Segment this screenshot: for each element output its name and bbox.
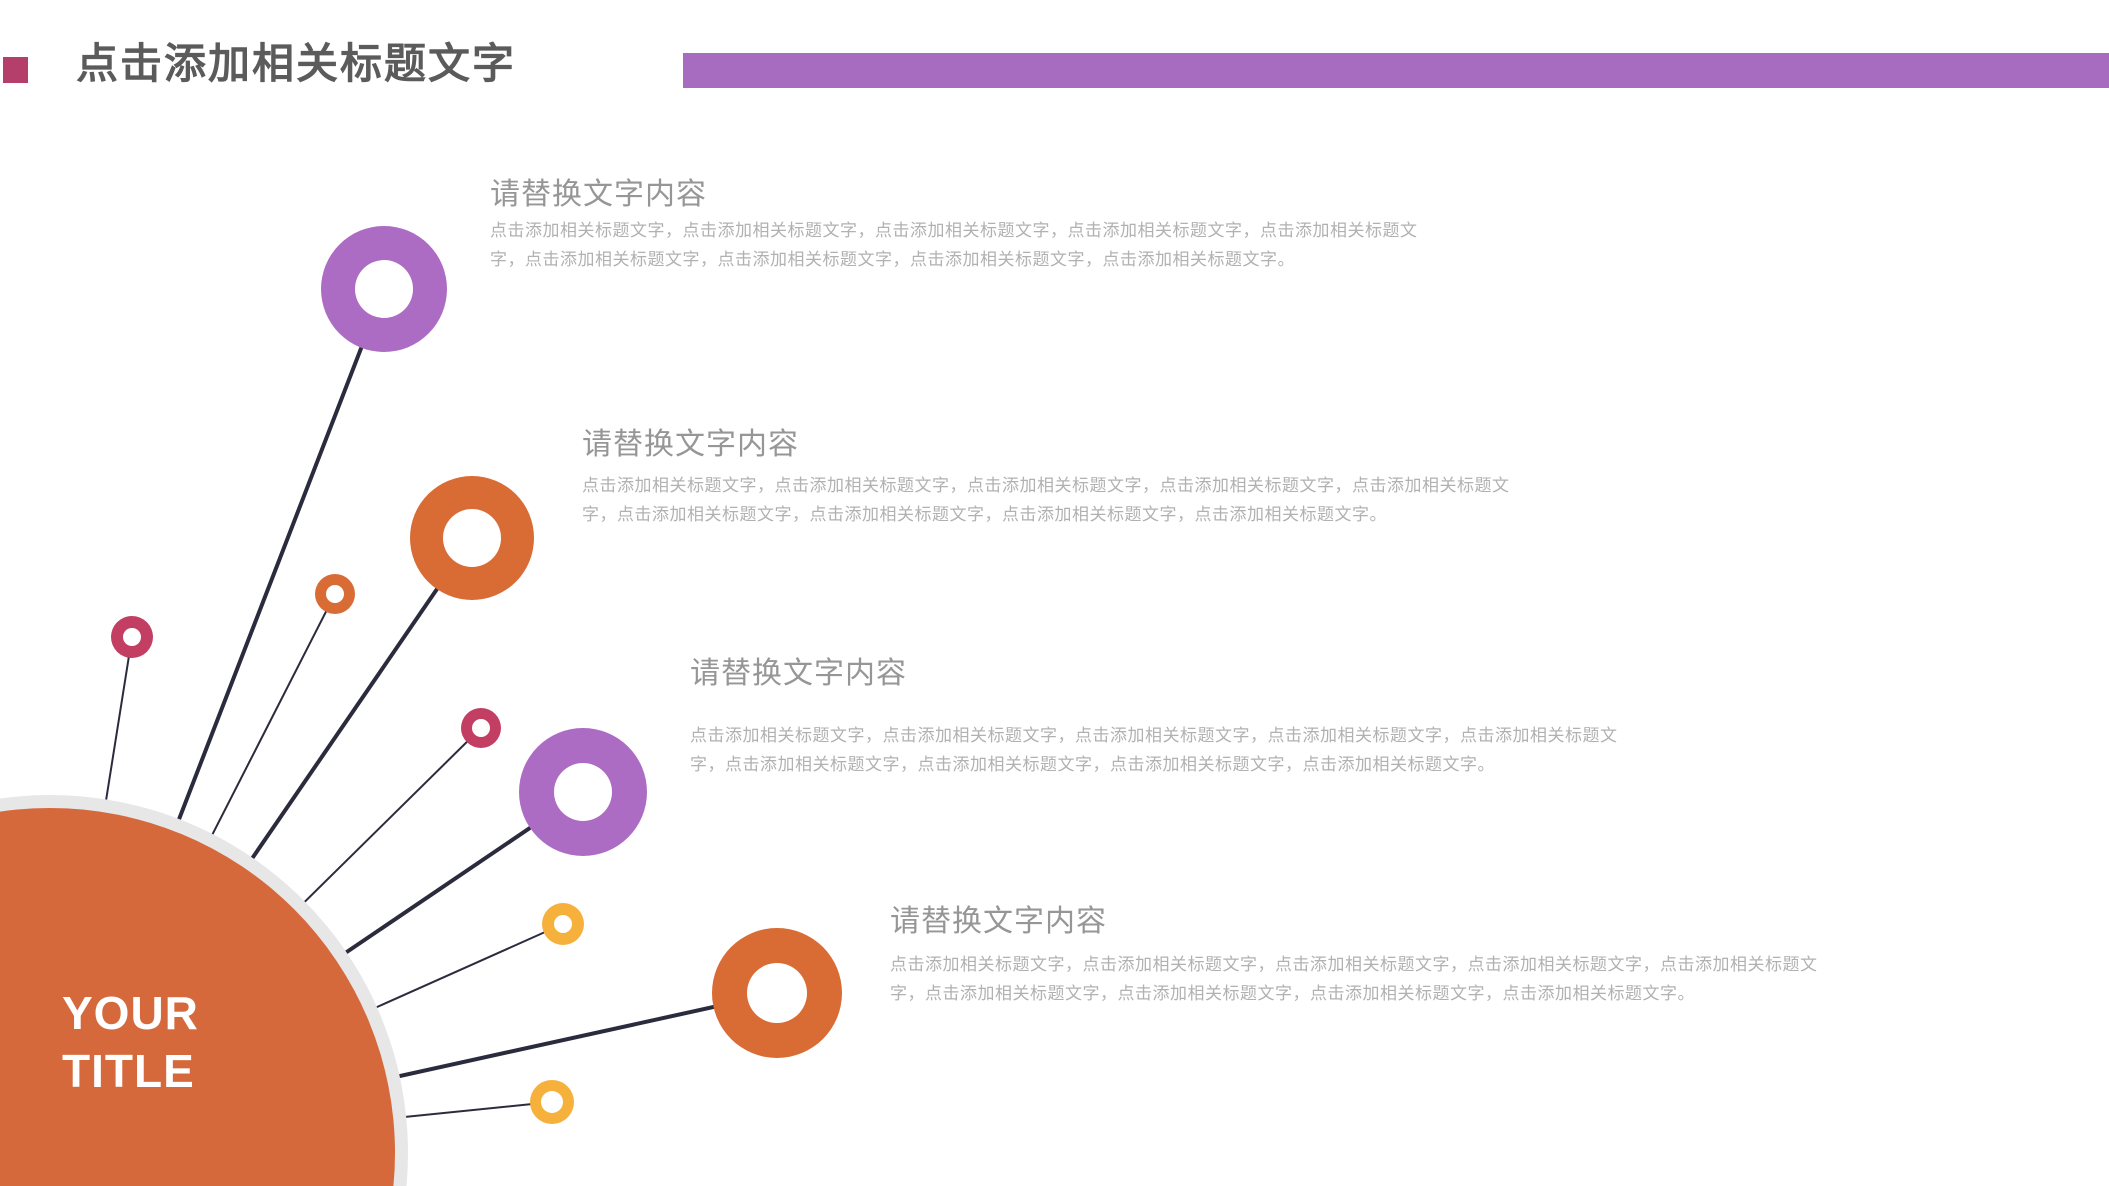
block-body: 点击添加相关标题文字，点击添加相关标题文字，点击添加相关标题文字，点击添加相关标… [582,476,1510,524]
header-accent-bar [683,53,2109,88]
text-block-1: 请替换文字内容 点击添加相关标题文字，点击添加相关标题文字，点击添加相关标题文字… [490,176,1450,274]
donut-hole [554,915,572,933]
donut-purple-large-2 [519,728,647,856]
your-title-label: YOUR TITLE [62,984,199,1100]
donut-purple-large-1 [321,226,447,352]
donut-amber-small-2 [530,1080,574,1124]
donut-hole [355,260,413,318]
block-body: 点击添加相关标题文字，点击添加相关标题文字，点击添加相关标题文字，点击添加相关标… [890,955,1818,1003]
donut-hole [443,509,501,567]
donut-orange-large-1 [410,476,534,600]
block-heading: 请替换文字内容 [690,657,907,690]
donut-amber-small-1 [542,903,584,945]
donut-hole [123,628,141,646]
text-block-4: 请替换文字内容 点击添加相关标题文字，点击添加相关标题文字，点击添加相关标题文字… [890,903,1850,1008]
quarter-circle [0,808,395,1186]
block-heading: 请替换文字内容 [490,178,707,211]
donut-hole [554,763,612,821]
text-block-3: 请替换文字内容 点击添加相关标题文字，点击添加相关标题文字，点击添加相关标题文字… [690,655,1650,779]
donut-hole [541,1091,563,1113]
donut-crimson-small-1 [111,616,153,658]
your-title-line1: YOUR [62,987,199,1039]
text-block-2: 请替换文字内容 点击添加相关标题文字，点击添加相关标题文字，点击添加相关标题文字… [582,426,1542,529]
your-title-line2: TITLE [62,1045,195,1097]
donut-hole [326,585,344,603]
block-heading: 请替换文字内容 [582,428,799,461]
donut-hole [747,963,807,1023]
page-title: 点击添加相关标题文字 [76,40,517,87]
donut-orange-large-2 [712,928,842,1058]
donut-hole [472,719,490,737]
donut-crimson-small-2 [461,708,501,748]
donut-orange-small-1 [315,574,355,614]
block-body: 点击添加相关标题文字，点击添加相关标题文字，点击添加相关标题文字，点击添加相关标… [490,221,1418,269]
block-heading: 请替换文字内容 [890,905,1107,938]
header-accent-square [3,57,28,83]
block-body: 点击添加相关标题文字，点击添加相关标题文字，点击添加相关标题文字，点击添加相关标… [690,726,1618,774]
